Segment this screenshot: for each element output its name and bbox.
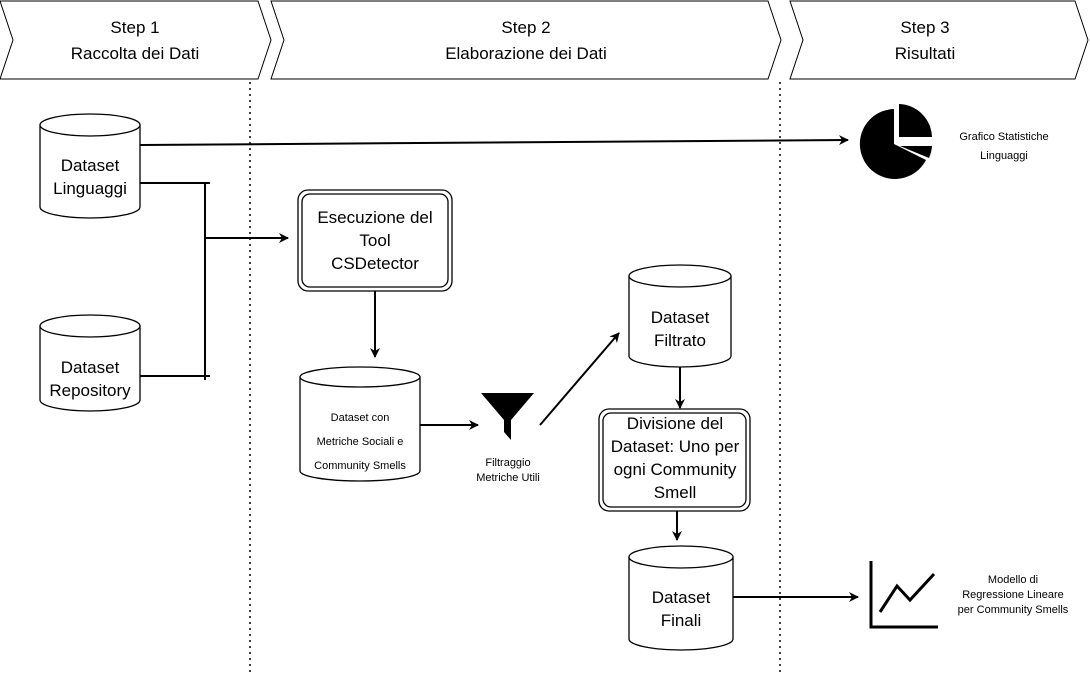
dataset-metriche-node: Dataset con Metriche Sociali e Community…: [299, 366, 421, 482]
dataset-linguaggi-label-2: Linguaggi: [53, 179, 127, 198]
dataset-repository-label-2: Repository: [49, 381, 131, 400]
line-chart-icon: [869, 561, 938, 629]
step-3-title: Step 3: [900, 18, 949, 37]
dataset-filtrato-node: Dataset Filtrato: [628, 264, 732, 368]
dataset-metriche-label-2: Metriche Sociali e: [317, 436, 404, 448]
modello-label-2: Regressione Lineare: [962, 589, 1064, 601]
step-1-header: Step 1 Raccolta dei Dati: [0, 0, 272, 80]
divisione-node: Divisione del Dataset: Uno per ogni Comm…: [598, 408, 751, 512]
dataset-linguaggi-node: Dataset Linguaggi: [39, 113, 141, 219]
dataset-metriche-label-1: Dataset con: [331, 412, 390, 424]
step-2-title: Step 2: [501, 18, 550, 37]
join-connector: [140, 182, 210, 380]
funnel-icon: [481, 393, 534, 440]
grafico-label-2: Linguaggi: [980, 150, 1028, 162]
dataset-finali-label-1: Dataset: [652, 588, 711, 607]
dataset-filtrato-label-1: Dataset: [651, 308, 710, 327]
step-3-header: Step 3 Risultati: [789, 0, 1089, 80]
step-2-subtitle: Elaborazione dei Dati: [445, 44, 607, 63]
step-3-subtitle: Risultati: [895, 44, 955, 63]
csdetector-label-2: Tool: [359, 231, 390, 250]
dataset-finali-label-2: Finali: [661, 611, 702, 630]
divisione-label-3: ogni Community: [614, 460, 737, 479]
pie-chart-icon: [859, 104, 932, 179]
dataset-filtrato-label-2: Filtrato: [654, 331, 706, 350]
csdetector-label-1: Esecuzione del: [317, 208, 432, 227]
dataset-repository-label-1: Dataset: [61, 358, 120, 377]
dataset-linguaggi-label-1: Dataset: [61, 156, 120, 175]
csdetector-label-3: CSDetector: [331, 254, 419, 273]
step-2-header: Step 2 Elaborazione dei Dati: [270, 0, 782, 80]
filtraggio-label-2: Metriche Utili: [476, 472, 540, 484]
arrow-linguaggi-to-grafico: [139, 135, 849, 146]
csdetector-node: Esecuzione del Tool CSDetector: [297, 189, 453, 292]
step-1-title: Step 1: [110, 18, 159, 37]
divisione-label-1: Divisione del: [627, 414, 723, 433]
dataset-repository-node: Dataset Repository: [39, 314, 141, 412]
modello-label-3: per Community Smells: [958, 604, 1069, 616]
step-1-subtitle: Raccolta dei Dati: [71, 44, 200, 63]
arrow-filtro-to-filtrato: [539, 332, 620, 426]
modello-label-1: Modello di: [988, 574, 1038, 586]
dataset-finali-node: Dataset Finali: [628, 545, 734, 651]
grafico-label-1: Grafico Statistiche: [959, 131, 1048, 143]
filtraggio-label-1: Filtraggio: [485, 457, 530, 469]
divisione-label-4: Smell: [654, 483, 697, 502]
dataset-metriche-label-3: Community Smells: [314, 460, 406, 472]
divisione-label-2: Dataset: Uno per: [611, 437, 740, 456]
